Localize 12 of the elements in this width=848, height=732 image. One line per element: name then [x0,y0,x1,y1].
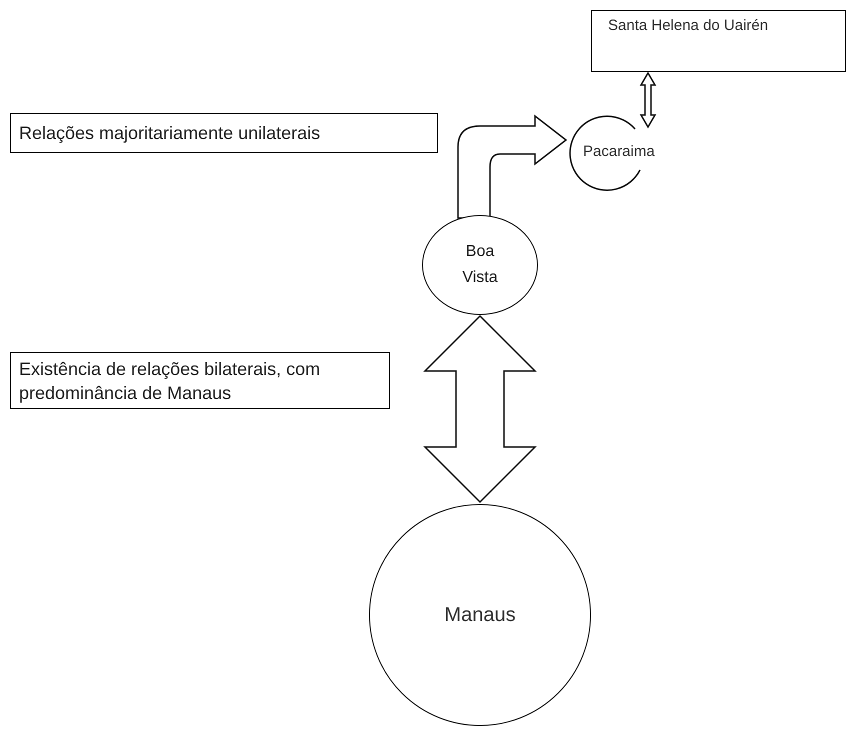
node-label: Existência de relações bilaterais, com predominância de Manaus [19,358,322,404]
note-box [10,352,390,409]
node-label: Boa Vista [461,242,499,288]
node-label: Relações majoritariamente unilaterais [19,122,320,145]
block-arrow [423,314,537,504]
note-box [10,113,438,153]
node-label: Santa Helena do Uairén [608,16,768,36]
node-label: Manaus [444,603,516,628]
block-arrow [640,72,656,128]
place-box [591,10,846,72]
block-arrow [457,115,567,219]
node-label: Pacaraima [583,142,655,162]
